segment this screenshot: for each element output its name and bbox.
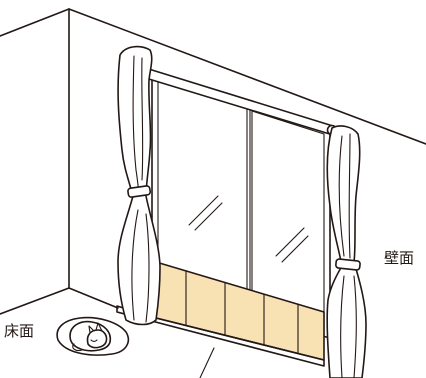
wall-label: 壁面 xyxy=(384,249,414,267)
floor-corner-line xyxy=(0,288,69,314)
left-wall-outline xyxy=(0,9,69,288)
floor-wall-edge-line xyxy=(69,288,118,308)
panel-callout-line xyxy=(200,348,214,378)
right-curtain xyxy=(327,126,366,378)
sleeping-cat xyxy=(57,318,128,355)
floor-label: 床面 xyxy=(4,322,34,340)
curtain-fabric-right xyxy=(327,126,366,378)
curtain-tieback-left xyxy=(128,186,151,198)
curtain-tieback-right xyxy=(336,259,361,270)
